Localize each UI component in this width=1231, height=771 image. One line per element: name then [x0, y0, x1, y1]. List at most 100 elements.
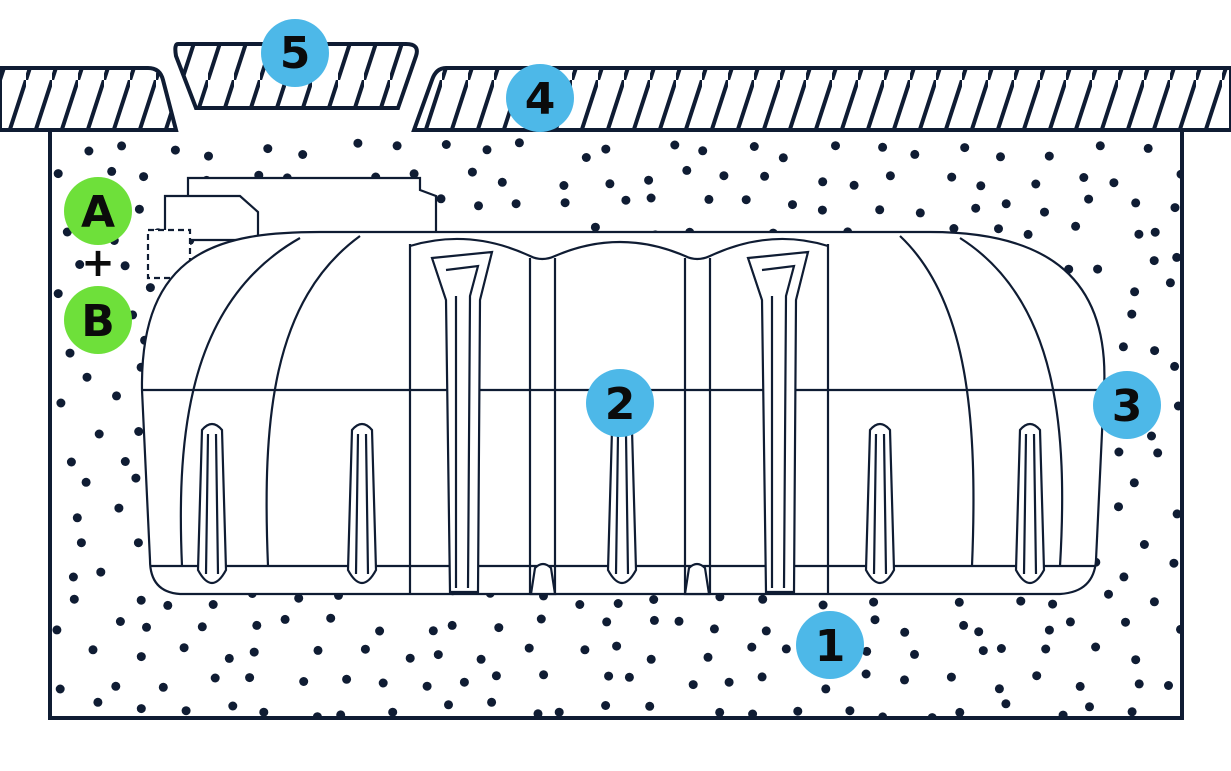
gravel-dot — [84, 146, 94, 156]
right-surface-slab — [411, 66, 1231, 132]
gravel-dot — [1185, 533, 1194, 542]
gravel-dot — [915, 208, 925, 218]
gravel-dot — [818, 177, 828, 187]
gravel-dot — [72, 513, 82, 523]
gravel-dot — [170, 145, 180, 155]
gravel-dot — [870, 615, 880, 625]
small-rib-inner — [614, 433, 630, 575]
gravel-dot — [299, 677, 309, 686]
gravel-dot — [946, 672, 956, 682]
gravel-dot — [1147, 431, 1156, 441]
gravel-dot — [65, 348, 75, 358]
gravel-dot — [245, 673, 255, 683]
gravel-dot — [249, 647, 259, 657]
gravel-dot — [511, 199, 521, 209]
gravel-dot — [575, 600, 585, 609]
gravel-dot — [1165, 278, 1175, 288]
gravel-dot — [910, 649, 919, 659]
gravel-dot — [375, 626, 385, 636]
gravel-dot — [1153, 448, 1163, 458]
gravel-dot — [131, 473, 141, 483]
gravel-dot — [134, 204, 144, 214]
gravel-dot — [1127, 309, 1137, 319]
gravel-dot — [793, 706, 803, 716]
gravel-dot — [1040, 207, 1049, 217]
gravel-dot — [878, 142, 888, 152]
gravel-dot — [1079, 173, 1089, 182]
gravel-dot — [1016, 596, 1026, 606]
gravel-dot — [1186, 650, 1195, 659]
gravel-dot — [114, 503, 124, 513]
gravel-dot — [817, 205, 827, 215]
deep-rib-right-inner — [761, 264, 796, 589]
gravel-dot — [1048, 599, 1058, 609]
gravel-dot — [741, 195, 751, 205]
segment-arch — [409, 237, 829, 261]
small-rib-inner — [354, 433, 370, 575]
gravel-dot — [117, 141, 127, 151]
gravel-dot — [388, 707, 398, 717]
gravel-dot — [494, 623, 504, 633]
gravel-dot — [724, 677, 734, 687]
gravel-dot — [115, 617, 125, 626]
gravel-dot — [1001, 199, 1011, 209]
marker-2: 2 — [586, 369, 654, 437]
gravel-dot — [112, 391, 121, 401]
gravel-dot — [1041, 644, 1051, 654]
gravel-dot — [353, 138, 363, 148]
marker-1-label: 1 — [815, 621, 846, 672]
gravel-dot — [559, 181, 569, 190]
gravel-dot — [1031, 179, 1041, 189]
right-dome-curve-2 — [899, 235, 975, 567]
gravel-dot — [1044, 625, 1054, 635]
gravel-dot — [476, 654, 486, 664]
gravel-dot — [1044, 151, 1054, 161]
gravel-dot — [1164, 681, 1173, 690]
marker-a: A — [64, 177, 132, 245]
gravel-dot — [1095, 141, 1105, 151]
gravel-dot — [674, 616, 684, 626]
gravel-dot — [76, 538, 86, 548]
gravel-dot — [252, 620, 262, 630]
gravel-dot — [497, 177, 507, 187]
gravel-dot — [621, 195, 631, 205]
gravel-dot — [392, 141, 402, 151]
gravel-dot — [646, 654, 656, 664]
gravel-dot — [107, 166, 117, 176]
gravel-dot — [263, 144, 273, 154]
gravel-dot — [1173, 401, 1182, 411]
small-ribs — [196, 422, 1046, 596]
gravel-dot — [1143, 143, 1153, 153]
gravel-dot — [409, 169, 419, 179]
gravel-dot — [1134, 229, 1144, 239]
gravel-dot — [68, 572, 78, 582]
small-rib — [1014, 422, 1046, 585]
gravel-dot — [82, 372, 92, 382]
gravel-dot — [645, 701, 655, 711]
gravel-dot — [862, 646, 872, 656]
gravel-dot — [422, 681, 432, 691]
ground-surface — [0, 42, 1231, 132]
gravel-dot — [313, 645, 323, 655]
marker-3: 3 — [1093, 371, 1161, 439]
gravel-dot — [120, 457, 130, 466]
marker-b-label: B — [81, 296, 115, 347]
gravel-dot — [1130, 287, 1140, 297]
gravel-dot — [624, 672, 634, 682]
gravel-dot — [93, 697, 103, 707]
gravel-dot — [139, 172, 149, 182]
gravel-dot — [818, 600, 828, 610]
gravel-dot — [560, 198, 570, 208]
gravel-dot — [1172, 252, 1182, 262]
gravel-dot — [536, 614, 546, 624]
gravel-dot — [81, 477, 91, 487]
gravel-dot — [976, 181, 986, 191]
gravel-dot — [280, 614, 290, 624]
deep-rib-right — [746, 250, 810, 594]
gravel-dot — [781, 644, 791, 654]
gravel-dot — [1071, 221, 1081, 231]
gravel-dot — [747, 642, 757, 652]
gravel-dot — [1121, 617, 1130, 627]
gravel-dot — [145, 283, 155, 293]
